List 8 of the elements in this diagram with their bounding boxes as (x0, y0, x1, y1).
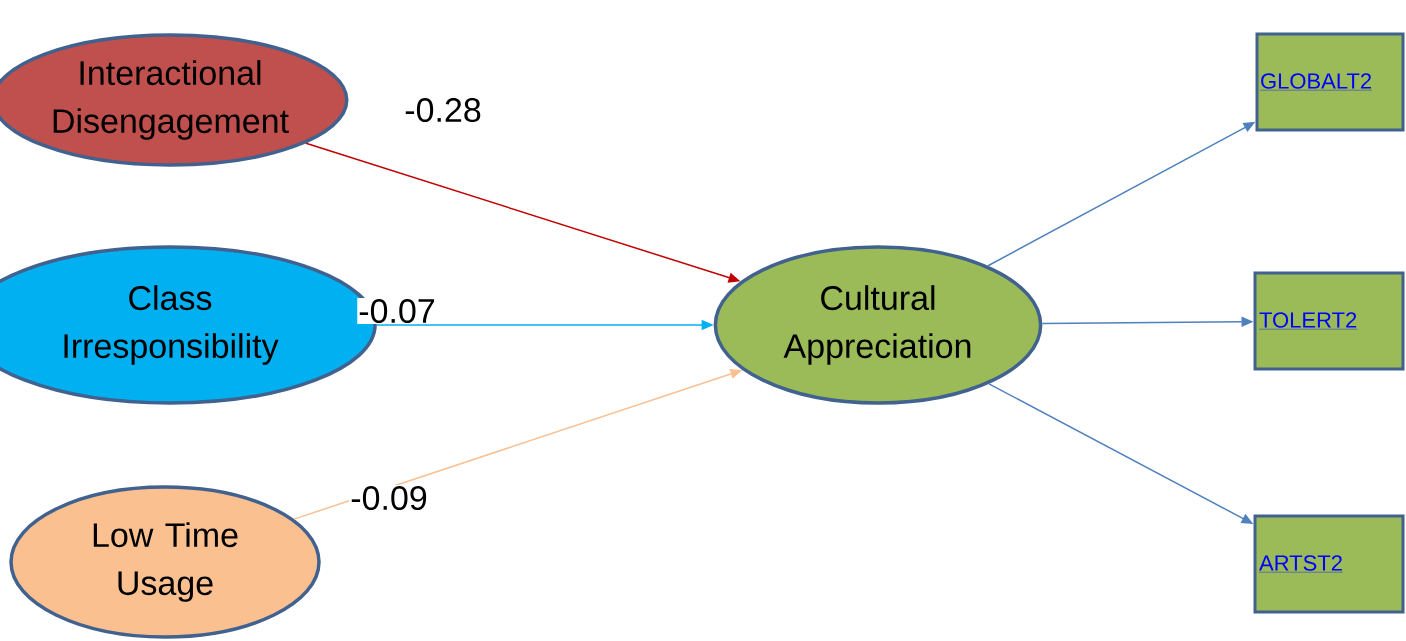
variable-box: GLOBALT2 (1255, 32, 1405, 132)
ellipse-node: Low Time Usage (9, 485, 321, 639)
variable-box: ARTST2 (1253, 514, 1405, 614)
edge-label: -0.28 (403, 96, 483, 124)
edge-label: -0.09 (349, 484, 429, 512)
ellipse-node: Cultural Appreciation (713, 245, 1043, 405)
edge-label: -0.07 (357, 297, 437, 325)
variable-box: TOLERT2 (1253, 271, 1405, 371)
